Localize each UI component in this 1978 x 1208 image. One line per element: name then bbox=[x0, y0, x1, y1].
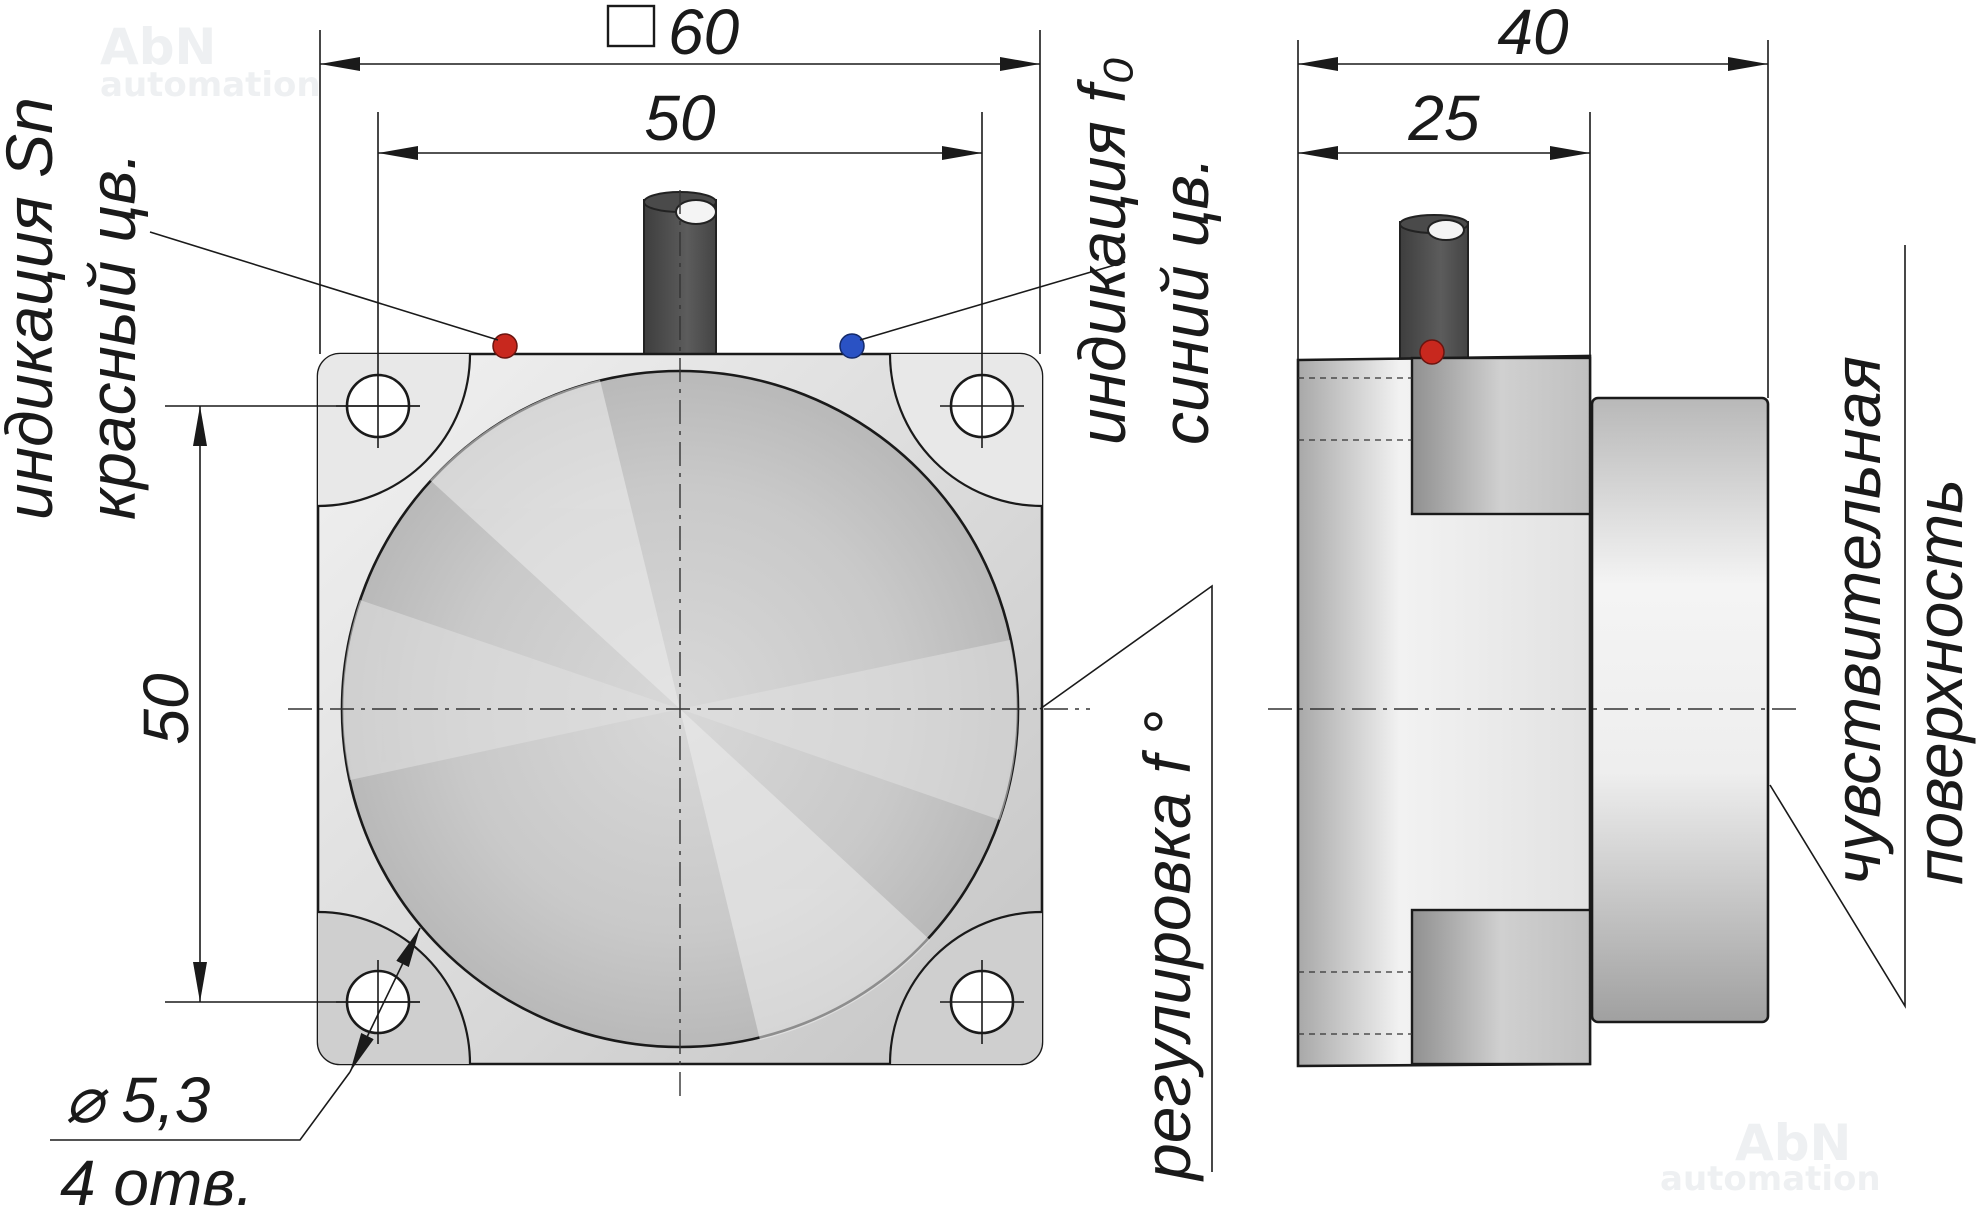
side-led-red bbox=[1419, 339, 1445, 365]
dim-hole-h-value: 50 bbox=[644, 82, 716, 154]
sensing-label-line2: поверхность bbox=[1902, 479, 1976, 885]
led-blue-leader bbox=[859, 261, 1126, 341]
adjust-leader bbox=[1039, 584, 1213, 1172]
dim-hole-v-value: 50 bbox=[130, 673, 202, 745]
watermark-line1: AbN bbox=[1735, 1114, 1851, 1172]
side-lug-top bbox=[1410, 356, 1592, 516]
side-lug-bottom bbox=[1410, 908, 1592, 1066]
dim-square-value: 60 bbox=[668, 0, 740, 68]
watermark-bottom: AbN automation bbox=[1660, 1114, 1881, 1199]
side-sensing-cap bbox=[1590, 396, 1770, 1024]
hole-count-label: 4 отв. bbox=[60, 1147, 253, 1208]
watermark-top: AbN automation bbox=[100, 18, 321, 105]
led-red bbox=[492, 333, 518, 359]
led-red-label-line1: индикация Sn bbox=[0, 97, 66, 520]
hole-dia-value: ⌀ 5,3 bbox=[65, 1064, 211, 1136]
sensing-leader bbox=[1769, 245, 1906, 1009]
front-view: 60 50 50 ⌀ 5,3 4 отв. индикация Sn красн… bbox=[0, 0, 1222, 1208]
side-view: 40 25 чувствительная поверхность bbox=[1268, 0, 1976, 1068]
led-red-label-line2: красный цв. bbox=[75, 152, 149, 520]
hole-dia-leader bbox=[50, 927, 421, 1141]
dim-body-length-value: 25 bbox=[1407, 82, 1480, 154]
square-symbol bbox=[606, 4, 656, 48]
watermark-line2: automation bbox=[1660, 1159, 1881, 1199]
dim-total-length-value: 40 bbox=[1497, 0, 1569, 68]
led-red-leader bbox=[149, 231, 499, 341]
led-blue bbox=[839, 333, 865, 359]
led-blue-label-line1: индикация f₀ bbox=[1065, 57, 1139, 445]
led-blue-label-line2: синий цв. bbox=[1148, 157, 1222, 445]
watermark-line2: automation bbox=[100, 65, 321, 105]
adjust-label: регулировка f ° bbox=[1130, 711, 1204, 1182]
watermark-line1: AbN bbox=[100, 18, 216, 76]
side-cable bbox=[1399, 214, 1469, 363]
sensing-label-line1: чувствительная bbox=[1820, 356, 1894, 885]
sensing-face-brush bbox=[342, 380, 1018, 1040]
